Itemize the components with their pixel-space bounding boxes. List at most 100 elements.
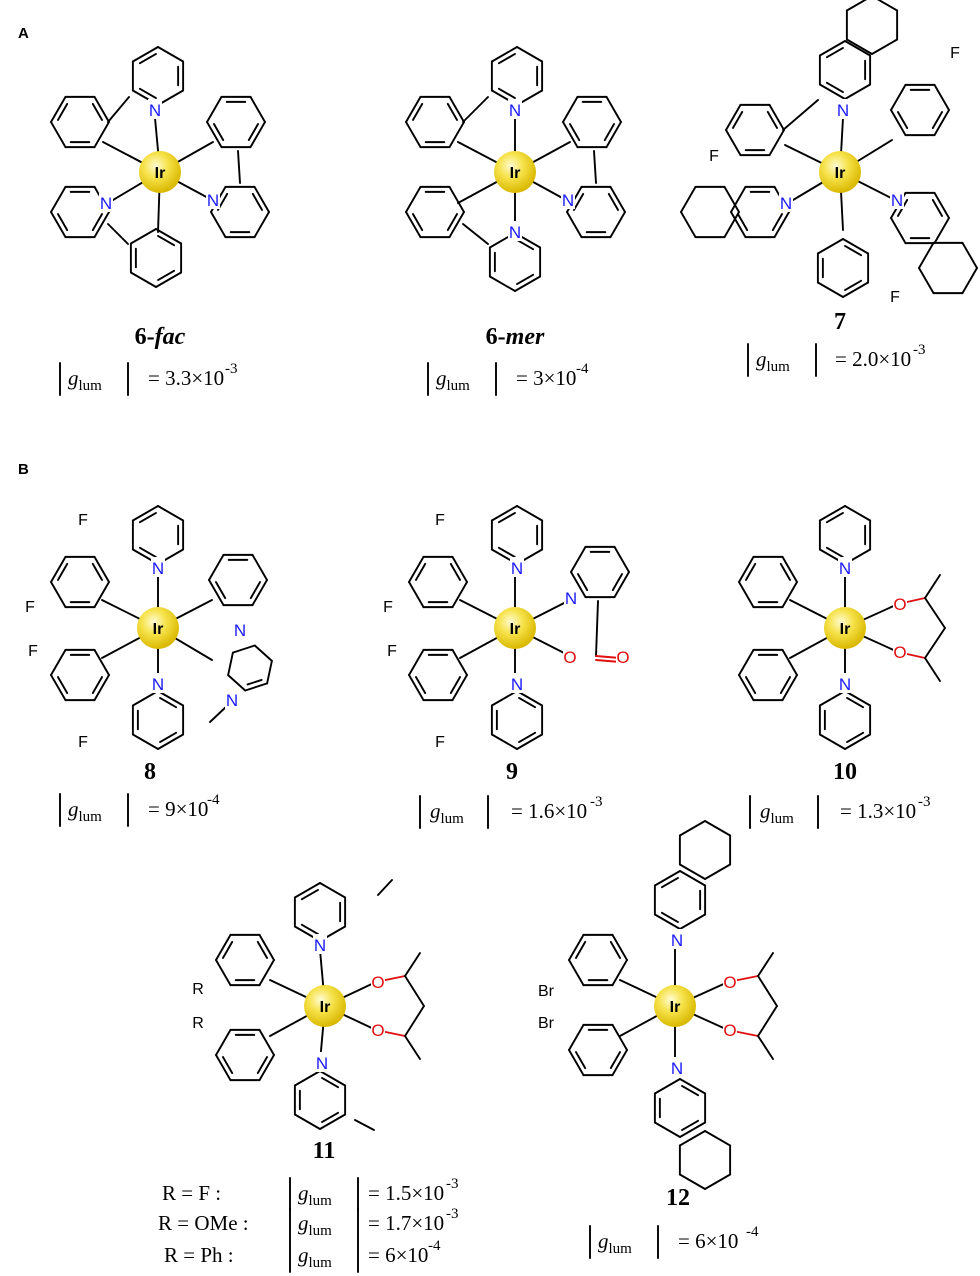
c7-cyhex1-bond [845,0,867,12]
n-7-2: N [891,191,903,210]
c7-isoq1-bond [818,40,846,57]
ir-7-label: Ir [835,165,846,182]
mer-py2-bond [609,185,626,213]
f-9-1-bg [433,508,447,528]
br-12-1: Br [538,983,555,1000]
svg-text:-3: -3 [446,1206,459,1222]
c8-dfph2-double-bond [56,676,69,695]
c12-cyhex1-bond [678,863,706,880]
ir-9 [494,607,536,649]
c12-cyhex1-bond [678,820,706,837]
c12-isoq1-double-bond [660,911,679,924]
n-8-1: N [152,559,164,578]
c8-py2-bond [157,690,185,707]
svg-text:-3: -3 [446,1176,459,1192]
svg-text:glum: glum [430,799,464,827]
c11-ph1-bond [215,933,232,961]
c9-py2-double-bond [518,696,537,709]
c10-ph2-bond [738,674,755,702]
fac-py3-bond [93,211,110,239]
compound-name-7: 7 [834,309,846,335]
n-6-fac-1-bg [148,99,162,119]
n-10-1-bg [838,557,852,577]
o-11-1-bg [371,971,385,991]
c11-ph1-bond [258,933,275,961]
c7-isoq2-bond [933,191,950,219]
c10-py2-double-bond [846,731,865,744]
c10-ph1-bond [738,555,755,583]
svg-text:-4: -4 [746,1224,759,1240]
mer-ph2-double-bond [603,123,616,142]
svg-text:-3: -3 [918,794,931,810]
c11-ph2-bond [258,1028,275,1056]
c10-ph1-double-bond [744,562,757,581]
svg-text:glum: glum [68,797,102,825]
c10-py1-double-bond [825,546,844,559]
c12-ph2-bond [568,1023,585,1051]
c9-dfph1-bond [451,581,468,609]
o-9-2: O [616,648,629,667]
f-8-3-bg [26,639,40,659]
c8-py1-bond [131,505,159,522]
c11-py1-double-bond [300,888,319,901]
f-8-1-bg [76,508,90,528]
fac-ph1-bond [50,121,67,149]
fac-link1 [107,96,130,123]
svg-text:= 2.0×10: = 2.0×10 [835,347,911,371]
c10-py1-bond [844,505,872,522]
c11-acac-b [404,975,425,1007]
c8-py2-double-bond [159,731,178,744]
o-11-2: O [371,1021,384,1040]
br-12-2: Br [538,1015,555,1032]
f-9-4: F [435,734,445,751]
svg-text:glum: glum [298,1211,332,1239]
ir-6-fac [139,151,181,193]
f-9-4-bg [433,730,447,750]
n-11-2: N [316,1054,328,1073]
c12-acac-b [757,975,778,1007]
f-7-1-bg [707,144,721,164]
n-12-1: N [671,931,683,950]
fac-ph3-double-bond [157,269,176,282]
fac-ph2-double-bond [247,123,260,142]
fac-ph3-bond [155,228,183,245]
svg-text:glum: glum [68,366,102,394]
c7-cyhex1-bond [877,0,899,12]
n-7-1: N [837,101,849,120]
c8-imid-bond [227,651,234,677]
c12-isoq2-bond [653,1121,681,1138]
c7-cyhex3-bond [680,211,697,239]
c12-ph2-bond [611,1023,628,1051]
c10-py2-double-bond [846,696,865,709]
svg-text:glum: glum [298,1181,332,1209]
svg-text:-3: -3 [225,361,238,377]
c7-ph2-bond [890,83,907,111]
c7-ph1-bond [725,103,742,131]
c12-isoq2-bond [679,1121,707,1138]
n-6-mer-1-bg [508,99,522,119]
fac-ph3-bond [129,271,157,288]
c11-py1-bond [319,882,347,899]
svg-text:R = OMe :: R = OMe : [158,1211,249,1235]
c9-picolinate-bond [613,571,630,599]
c8-imid-bond [231,644,256,654]
fac-ph3-bond [129,228,157,245]
c9-dfph2-bond [451,648,468,676]
svg-text:-4: -4 [428,1238,441,1254]
n-6-fac-2-bg [206,189,220,209]
c9-dfph1-double-bond [414,562,427,581]
c8-dfph2-bond [50,674,67,702]
ir-10 [824,607,866,649]
f-9-3-bg [385,639,399,659]
c12-isoq2-bond [679,1078,707,1095]
c7-cyhex2-bond [961,241,978,269]
c7-ph1-bond [725,129,742,157]
c7-ph1-double-bond [731,110,744,129]
n-8-2: N [152,675,164,694]
c12-isoq1-bond [679,913,707,930]
c12-ph2-bond [568,1049,585,1077]
n-12-1-bg [670,929,684,949]
svg-text:= 1.3×10: = 1.3×10 [840,799,916,823]
svg-text:= 1.6×10: = 1.6×10 [511,799,587,823]
